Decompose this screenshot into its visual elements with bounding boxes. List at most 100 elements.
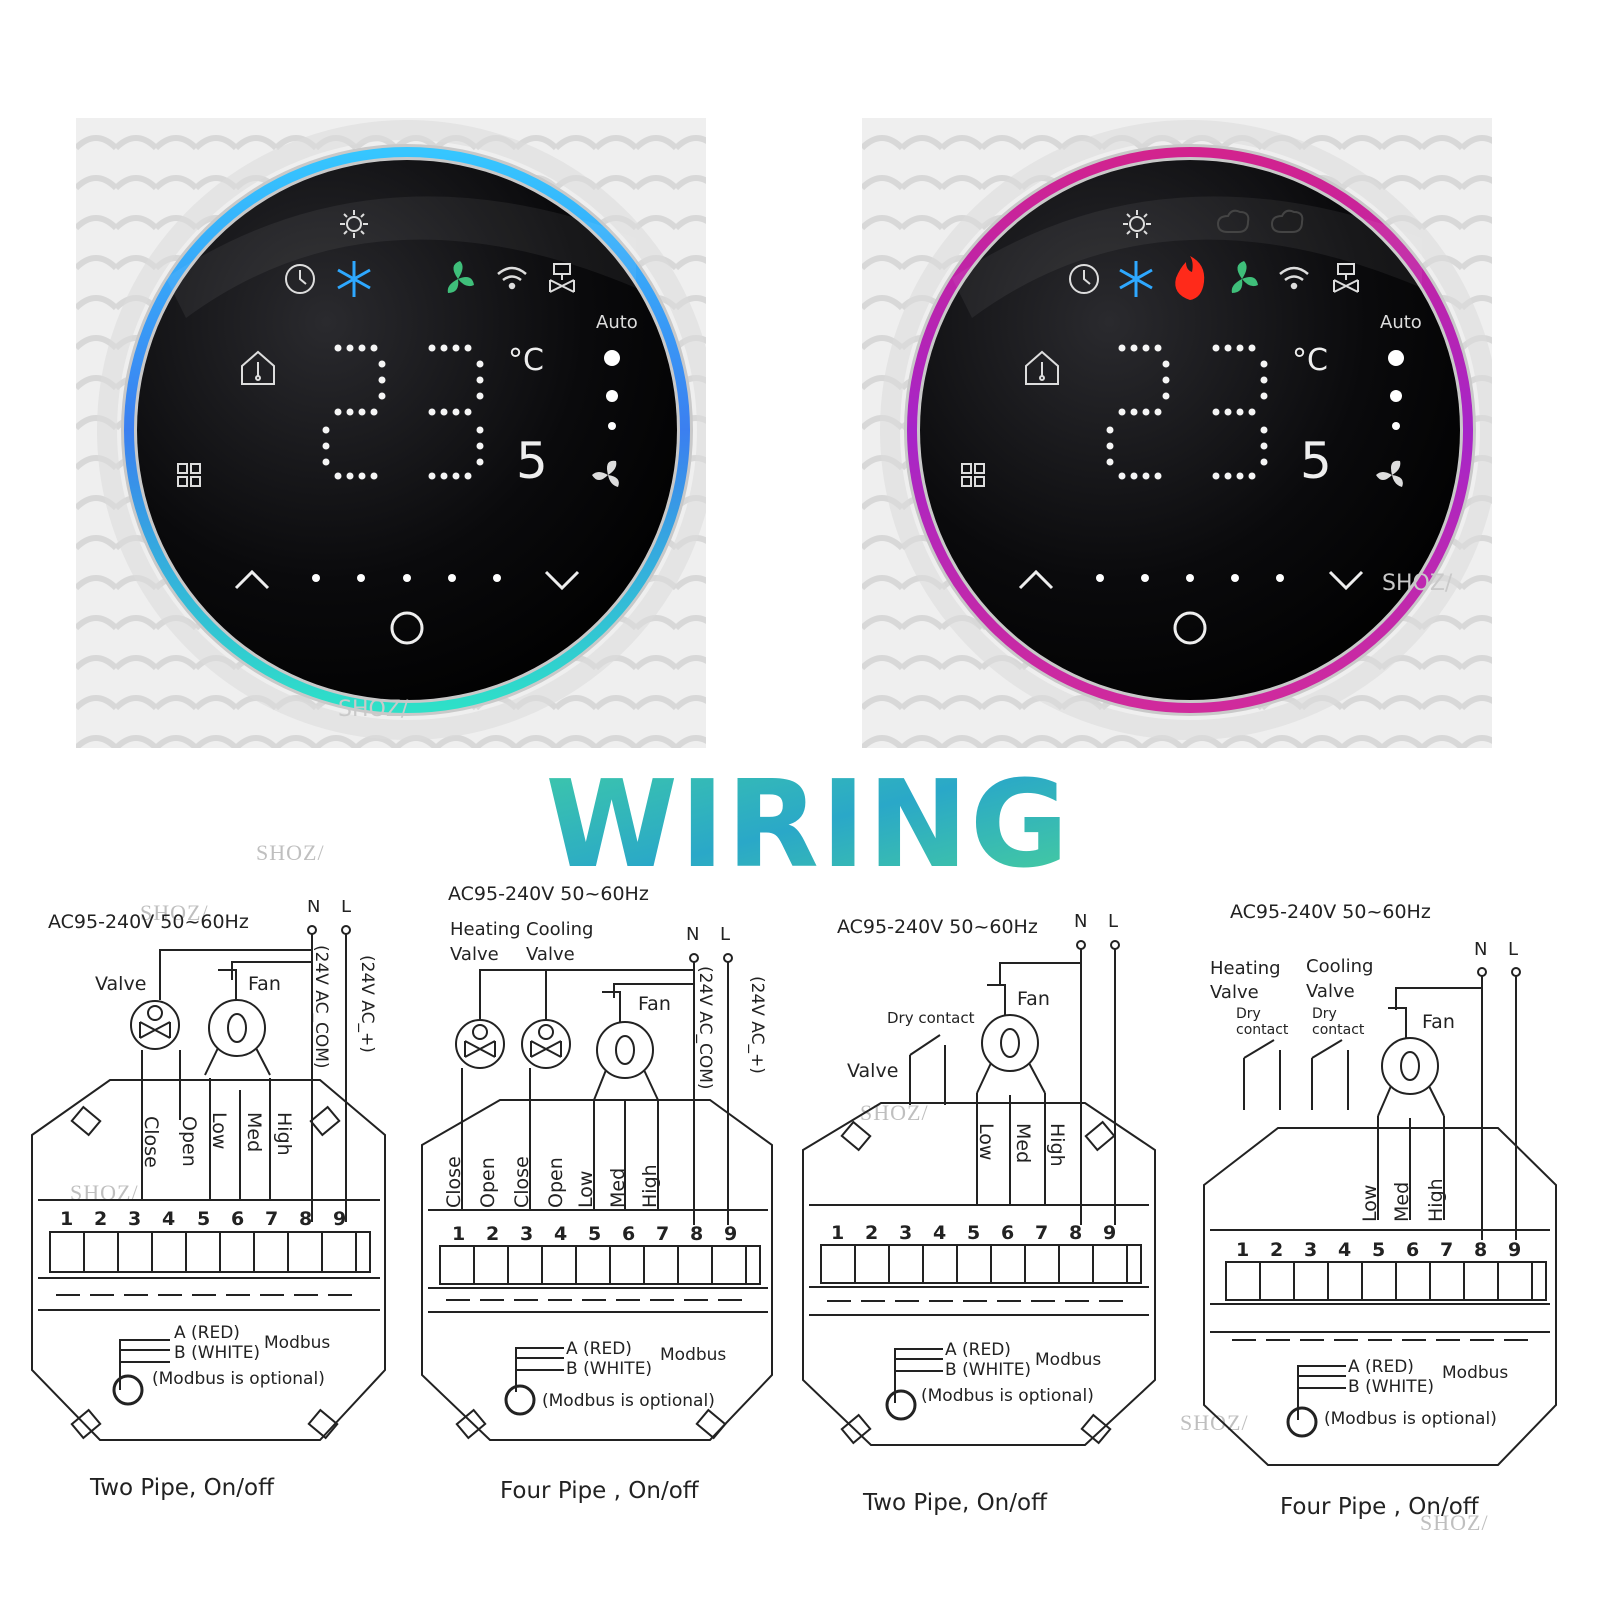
snowflake-icon xyxy=(1119,261,1153,297)
up-arrow-icon[interactable] xyxy=(234,569,270,590)
watermark: SHOZ/ xyxy=(338,697,409,722)
power-icon[interactable] xyxy=(390,611,424,645)
svg-text:6: 6 xyxy=(1406,1239,1419,1261)
clock-icon xyxy=(285,264,315,294)
heating-valve-label-2: Valve xyxy=(450,944,499,965)
modbus-a-label: A (RED) xyxy=(566,1339,632,1359)
speed-dots xyxy=(604,350,620,430)
watermark: SHOZ/ xyxy=(1420,1510,1489,1535)
svg-text:4: 4 xyxy=(933,1222,946,1244)
cooling-valve-label-2: Valve xyxy=(526,944,575,965)
sun-icon xyxy=(340,210,368,238)
valve-label: Valve xyxy=(847,1060,898,1082)
svg-text:Low: Low xyxy=(975,1123,997,1160)
svg-text:Med: Med xyxy=(1012,1123,1034,1163)
up-arrow-icon[interactable] xyxy=(1018,569,1054,590)
wiring-title: WIRING xyxy=(546,770,1069,880)
cooling-valve-label: Cooling xyxy=(1306,956,1373,977)
mode-label: Auto xyxy=(1380,312,1422,333)
fan-icon xyxy=(1377,1007,1445,1117)
clock-icon xyxy=(1069,264,1099,294)
svg-text:Close: Close xyxy=(443,1156,465,1208)
temperature-digits xyxy=(1106,344,1268,480)
temperature-digits xyxy=(322,344,484,480)
n-label: N xyxy=(1474,939,1487,960)
terminal-labels: Low Med High xyxy=(1359,1178,1447,1222)
diagram-caption: Four Pipe , On/off xyxy=(1280,1494,1480,1520)
cooling-valve-label-2: Valve xyxy=(1306,981,1355,1002)
svg-text:Med: Med xyxy=(243,1112,265,1152)
svg-text:6: 6 xyxy=(622,1223,635,1245)
heating-valve-icon xyxy=(455,1019,505,1069)
supply-label: AC95-240V 50~60Hz xyxy=(1230,901,1431,923)
svg-text:2: 2 xyxy=(486,1223,499,1245)
svg-text:3: 3 xyxy=(520,1223,533,1245)
wifi-icon xyxy=(497,266,527,290)
svg-text:(24V AC_+): (24V AC_+) xyxy=(747,976,767,1074)
svg-text:7: 7 xyxy=(656,1223,669,1245)
wiring-diagram-two-pipe-2: AC95-240V 50~60Hz N L Dry contact Valve … xyxy=(802,911,1156,1516)
watermark: SHOZ/ xyxy=(140,900,209,925)
modbus-note: (Modbus is optional) xyxy=(921,1386,1094,1406)
speed-dots xyxy=(1388,350,1404,430)
svg-text:2: 2 xyxy=(94,1208,107,1230)
heating-valve-label: Heating xyxy=(450,919,521,940)
svg-text:High: High xyxy=(639,1164,661,1208)
fan-speed-icon xyxy=(592,460,619,487)
menu-icon xyxy=(177,463,201,487)
modbus-a-label: A (RED) xyxy=(1348,1357,1414,1377)
svg-text:Med: Med xyxy=(1391,1182,1413,1222)
l-label: L xyxy=(341,900,351,917)
flame-icon xyxy=(1175,256,1205,300)
down-arrow-icon[interactable] xyxy=(1328,570,1364,591)
supply-voltage-labels: (24V AC_COM) (24V AC_+) xyxy=(311,945,377,1069)
dry-contact-label: Dry xyxy=(1236,1006,1261,1022)
modbus-note: (Modbus is optional) xyxy=(542,1391,715,1411)
svg-text:Open: Open xyxy=(545,1157,567,1208)
thermostat-heating-panel: Auto xyxy=(862,118,1492,748)
svg-text:Low: Low xyxy=(1359,1185,1381,1222)
power-icon[interactable] xyxy=(1173,611,1207,645)
thermostat-cooling-panel: Auto xyxy=(76,118,706,748)
motor-valve-icon xyxy=(130,1000,180,1050)
modbus-label: Modbus xyxy=(1442,1363,1508,1383)
watermark: SHOZ/ xyxy=(256,840,325,865)
svg-text:4: 4 xyxy=(1338,1239,1351,1261)
svg-text:1: 1 xyxy=(60,1208,73,1230)
watermark: SHOZ/ xyxy=(1382,571,1453,596)
svg-text:9: 9 xyxy=(724,1223,737,1245)
supply-label: AC95-240V 50~60Hz xyxy=(48,911,249,933)
l-label: L xyxy=(1108,911,1118,932)
wifi-icon xyxy=(1279,266,1309,290)
down-arrow-icon[interactable] xyxy=(544,570,580,591)
l-label: L xyxy=(720,924,730,945)
modbus-label: Modbus xyxy=(660,1345,726,1365)
svg-text:4: 4 xyxy=(162,1208,175,1230)
svg-text:Low: Low xyxy=(208,1112,230,1149)
small-digit: 5 xyxy=(516,432,548,490)
modbus-a-label: A (RED) xyxy=(945,1340,1011,1360)
svg-text:3: 3 xyxy=(899,1222,912,1244)
supply-label: AC95-240V 50~60Hz xyxy=(837,916,1038,938)
n-label: N xyxy=(686,924,699,945)
svg-text:1: 1 xyxy=(1236,1239,1249,1261)
svg-text:3: 3 xyxy=(128,1208,141,1230)
svg-text:5: 5 xyxy=(588,1223,601,1245)
modbus-note: (Modbus is optional) xyxy=(152,1369,325,1389)
dry-contact-label-2: contact xyxy=(1236,1022,1289,1038)
svg-text:High: High xyxy=(1425,1178,1447,1222)
cloud-rain-icon xyxy=(1270,209,1304,233)
svg-text:7: 7 xyxy=(1035,1222,1048,1244)
fan-icon xyxy=(593,991,659,1101)
sun-icon xyxy=(1123,210,1151,238)
svg-text:High: High xyxy=(1046,1123,1068,1167)
modbus-label: Modbus xyxy=(1035,1350,1101,1370)
svg-text:8: 8 xyxy=(299,1208,312,1230)
home-temp-icon xyxy=(241,350,275,385)
valve-label: Valve xyxy=(95,973,146,995)
wiring-diagram-four-pipe-2: AC95-240V 50~60Hz N L Heating Valve Cool… xyxy=(1203,901,1557,1520)
svg-text:Close: Close xyxy=(140,1116,162,1168)
svg-text:Med: Med xyxy=(607,1168,629,1208)
diagram-caption: Two Pipe, On/off xyxy=(89,1475,275,1501)
